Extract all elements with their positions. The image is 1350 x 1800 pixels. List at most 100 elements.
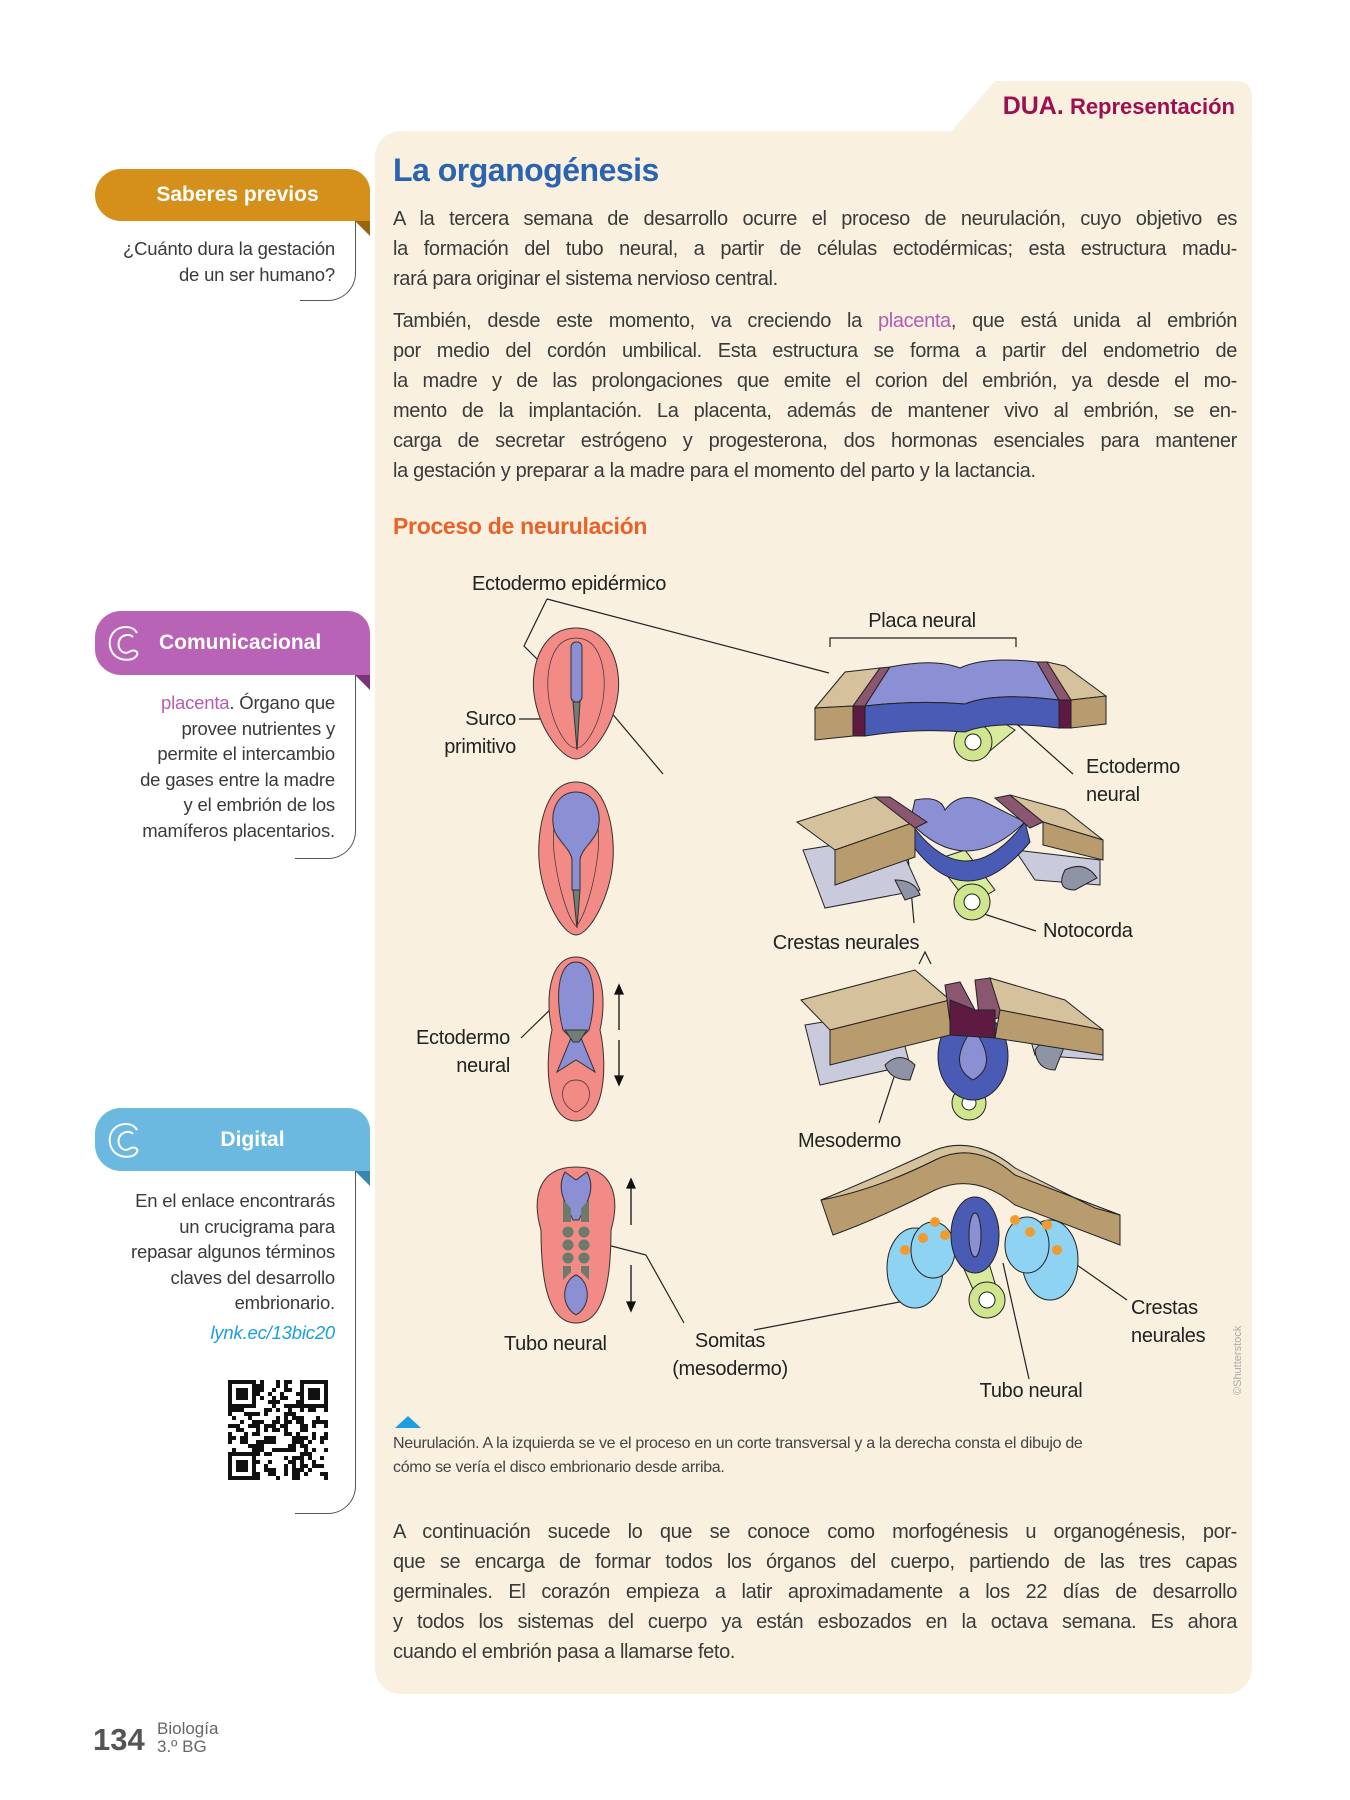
qr-module bbox=[264, 1436, 268, 1440]
qr-module bbox=[276, 1416, 280, 1420]
embryo-stage-2 bbox=[538, 781, 614, 936]
qr-module bbox=[288, 1460, 292, 1464]
text-line: placenta. Órgano que bbox=[95, 690, 335, 716]
qr-module bbox=[304, 1436, 308, 1440]
qr-module bbox=[260, 1440, 264, 1444]
embryo-stage-1 bbox=[532, 627, 620, 760]
qr-module bbox=[312, 1380, 316, 1384]
qr-module bbox=[252, 1388, 256, 1392]
qr-code[interactable] bbox=[228, 1380, 328, 1480]
neural-tube-forming-block bbox=[800, 969, 1104, 1121]
qr-module bbox=[316, 1420, 320, 1424]
qr-module bbox=[324, 1448, 328, 1452]
qr-module bbox=[248, 1380, 252, 1384]
qr-module bbox=[244, 1392, 248, 1396]
qr-module bbox=[284, 1428, 288, 1432]
digital-link[interactable]: lynk.ec/13bic20 bbox=[210, 1321, 335, 1343]
paragraph-2: También, desde este momento, va creciend… bbox=[393, 306, 1237, 486]
text-line: carga de secretar estrógeno y progestero… bbox=[393, 430, 1237, 452]
qr-module bbox=[292, 1440, 296, 1444]
qr-module bbox=[260, 1448, 264, 1452]
qr-module bbox=[252, 1448, 256, 1452]
qr-module bbox=[320, 1464, 324, 1468]
qr-module bbox=[228, 1396, 232, 1400]
qr-module bbox=[228, 1380, 232, 1384]
text-line: En el enlace encontrarás bbox=[135, 1190, 335, 1211]
qr-module bbox=[276, 1400, 280, 1404]
qr-module bbox=[260, 1388, 264, 1392]
qr-module bbox=[240, 1468, 244, 1472]
qr-module bbox=[232, 1448, 236, 1452]
qr-module bbox=[252, 1384, 256, 1388]
glossary-term-placenta[interactable]: placenta bbox=[878, 310, 951, 332]
qr-module bbox=[312, 1408, 316, 1412]
qr-module bbox=[312, 1420, 316, 1424]
qr-module bbox=[280, 1392, 284, 1396]
placa-bracket bbox=[829, 637, 1017, 647]
qr-module bbox=[292, 1464, 296, 1468]
qr-module bbox=[284, 1468, 288, 1472]
qr-module bbox=[252, 1456, 256, 1460]
label-primitivo: primitivo bbox=[444, 736, 516, 758]
qr-module bbox=[272, 1468, 276, 1472]
qr-module bbox=[320, 1436, 324, 1440]
qr-module bbox=[252, 1460, 256, 1464]
qr-module bbox=[240, 1428, 244, 1432]
qr-module bbox=[308, 1456, 312, 1460]
qr-module bbox=[248, 1424, 252, 1428]
qr-module bbox=[316, 1388, 320, 1392]
qr-module bbox=[288, 1408, 292, 1412]
qr-module bbox=[284, 1396, 288, 1400]
qr-module bbox=[244, 1452, 248, 1456]
label-ectodermo-neural-left-2: neural bbox=[456, 1055, 510, 1077]
qr-module bbox=[324, 1380, 328, 1384]
qr-module bbox=[228, 1464, 232, 1468]
qr-module bbox=[272, 1440, 276, 1444]
qr-module bbox=[312, 1424, 316, 1428]
qr-module bbox=[324, 1476, 328, 1480]
qr-module bbox=[304, 1428, 308, 1432]
qr-module bbox=[264, 1452, 268, 1456]
qr-module bbox=[260, 1396, 264, 1400]
neural-crest-cells bbox=[900, 1215, 1062, 1255]
qr-module bbox=[256, 1424, 260, 1428]
qr-module bbox=[324, 1408, 328, 1412]
qr-module bbox=[228, 1392, 232, 1396]
qr-module bbox=[312, 1460, 316, 1464]
qr-module bbox=[268, 1468, 272, 1472]
text-segment: . Órgano que bbox=[229, 692, 335, 713]
qr-module bbox=[304, 1444, 308, 1448]
qr-module bbox=[272, 1400, 276, 1404]
qr-module bbox=[284, 1420, 288, 1424]
qr-module bbox=[272, 1388, 276, 1392]
qr-module bbox=[300, 1404, 304, 1408]
label-tubo-neural-left: Tubo neural bbox=[504, 1333, 607, 1355]
qr-module bbox=[260, 1420, 264, 1424]
qr-module bbox=[252, 1432, 256, 1436]
qr-module bbox=[276, 1408, 280, 1412]
qr-module bbox=[280, 1424, 284, 1428]
glossary-term: placenta bbox=[161, 692, 230, 713]
qr-module bbox=[232, 1436, 236, 1440]
paragraph-3: A continuación sucede lo que se conoce c… bbox=[393, 1517, 1237, 1667]
swirl-icon bbox=[108, 626, 139, 661]
qr-module bbox=[300, 1468, 304, 1472]
qr-module bbox=[252, 1452, 256, 1456]
qr-module bbox=[308, 1388, 312, 1392]
text-line: mamíferos placentarios. bbox=[142, 819, 335, 841]
qr-module bbox=[324, 1432, 328, 1436]
qr-module bbox=[252, 1464, 256, 1468]
qr-module bbox=[288, 1380, 292, 1384]
qr-module bbox=[292, 1472, 296, 1476]
qr-module bbox=[320, 1440, 324, 1444]
qr-module bbox=[264, 1440, 268, 1444]
qr-module bbox=[312, 1432, 316, 1436]
qr-module bbox=[304, 1404, 308, 1408]
growth-arrows-3 bbox=[613, 983, 625, 1087]
qr-module bbox=[232, 1380, 236, 1384]
qr-module bbox=[228, 1456, 232, 1460]
embryo-stage-3 bbox=[547, 956, 605, 1122]
qr-module bbox=[296, 1432, 300, 1436]
qr-module bbox=[236, 1468, 240, 1472]
footer-subject: Biología 3.º BG bbox=[157, 1720, 218, 1756]
